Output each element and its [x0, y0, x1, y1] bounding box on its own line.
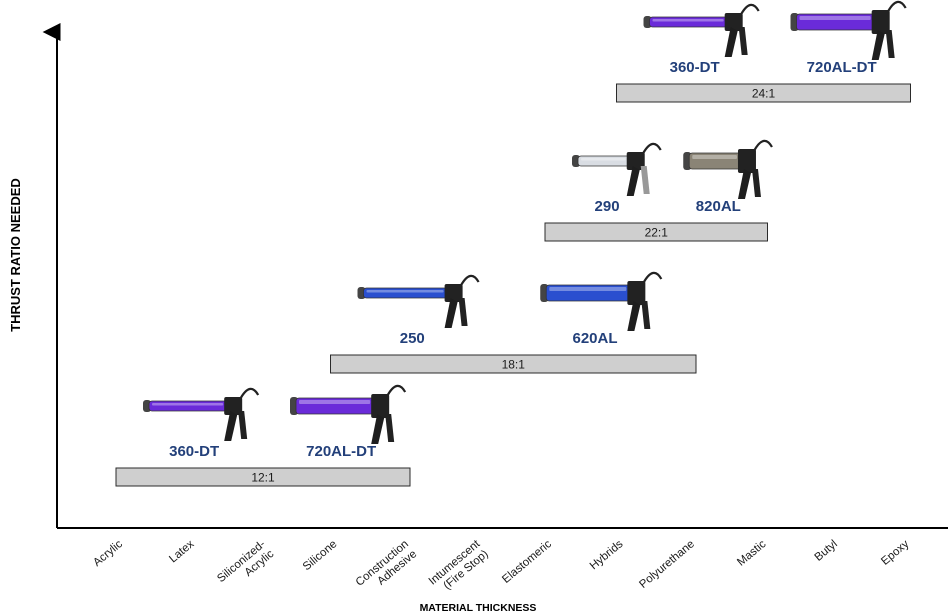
model-label: 360-DT [670, 59, 720, 76]
ratio-label: 22:1 [645, 226, 669, 240]
ratio-bar [330, 354, 697, 374]
caulk-gun-icon [540, 271, 663, 331]
x-tick-label: Polyurethane [637, 538, 697, 591]
ratio-group: 12:1 360-DT 720AL-DT [115, 384, 411, 487]
caulk-gun-icon [143, 387, 260, 441]
x-tick-label: ConstructionAdhesive [354, 538, 420, 599]
ratio-label: 24:1 [752, 87, 776, 101]
caulk-gun-icon [572, 142, 662, 196]
model-label: 250 [400, 330, 425, 347]
caulk-gun-icon [643, 3, 760, 57]
caulk-gun-icon [357, 274, 480, 328]
ratio-bar [115, 467, 411, 487]
x-tick-label: Mastic [735, 538, 768, 569]
x-tick-label: Epoxy [879, 538, 911, 568]
model-label: 820AL [696, 198, 741, 215]
caulk-gun-icon [290, 384, 407, 444]
ratio-group: 24:1 360-DT 720AL-DT [616, 0, 911, 103]
ratio-bar [544, 222, 768, 242]
x-tick-label: Siliconized-Acrylic [215, 538, 276, 595]
model-label: 620AL [572, 330, 617, 347]
x-tick-label: Silicone [301, 538, 340, 573]
ratio-bar [616, 83, 911, 103]
model-label: 290 [595, 198, 620, 215]
ratio-label: 12:1 [251, 471, 275, 485]
x-axis-title: MATERIAL THICKNESS [420, 602, 537, 614]
x-tick-label: Acrylic [91, 538, 125, 569]
bars-layer: 12:1 360-DT 720AL-DT 18:1 250 620AL 22:1 290 820… [115, 0, 911, 487]
model-label: 720AL-DT [306, 443, 376, 460]
model-label: 360-DT [169, 443, 219, 460]
ratio-group: 22:1 290 820AL [544, 139, 773, 242]
x-tick-label: Latex [167, 538, 196, 565]
caulk-gun-icon [790, 0, 907, 60]
x-tick-label: Butyl [813, 538, 840, 564]
x-tick-label: Intumescent(Fire Stop) [427, 538, 492, 598]
ratio-group: 18:1 250 620AL [330, 271, 697, 374]
caulk-gun-icon [683, 139, 773, 199]
model-label: 720AL-DT [807, 59, 877, 76]
y-axis-title: THRUST RATIO NEEDED [8, 178, 23, 332]
x-tick-labels: Acrylic Latex Siliconized-Acrylic Silicone C… [91, 538, 911, 599]
x-tick-label: Elastomeric [500, 538, 554, 586]
x-tick-label: Hybrids [588, 538, 626, 572]
ratio-label: 18:1 [502, 358, 526, 372]
